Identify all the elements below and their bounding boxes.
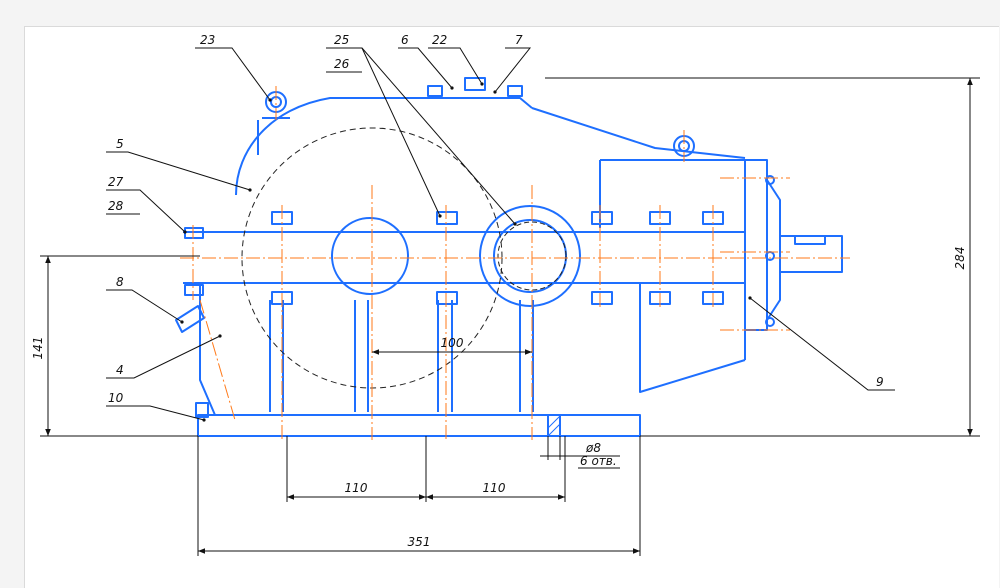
callout-6: 6	[401, 33, 409, 47]
centerlines	[180, 86, 850, 440]
dim-bolt-pitch-right: 110	[483, 481, 506, 495]
callout-26: 26	[334, 57, 350, 71]
callout-22: 22	[432, 33, 447, 47]
callout-28: 28	[108, 199, 124, 213]
dimension-lines	[40, 77, 980, 556]
callout-23: 23	[200, 33, 215, 47]
gearbox-housing	[175, 77, 843, 437]
dim-overall-height: 284	[953, 247, 967, 270]
callout-7: 7	[515, 33, 523, 47]
callout-9: 9	[876, 375, 884, 389]
dim-hole-count: 6 отв.	[580, 454, 617, 468]
leader-lines	[106, 47, 895, 422]
callout-25: 25	[334, 33, 349, 47]
callout-10: 10	[108, 391, 124, 405]
dim-bolt-pitch-left: 110	[345, 481, 368, 495]
callout-5: 5	[116, 137, 124, 151]
dim-overall-length: 351	[408, 535, 431, 549]
dim-shaft-axis-height: 141	[31, 337, 45, 360]
callout-4: 4	[116, 363, 124, 377]
callout-8: 8	[116, 275, 124, 289]
hidden-pinion-circle	[497, 221, 567, 291]
dim-hole-diameter: ø8	[585, 441, 601, 455]
dim-center-distance: 100	[441, 336, 464, 350]
callout-27: 27	[108, 175, 124, 189]
